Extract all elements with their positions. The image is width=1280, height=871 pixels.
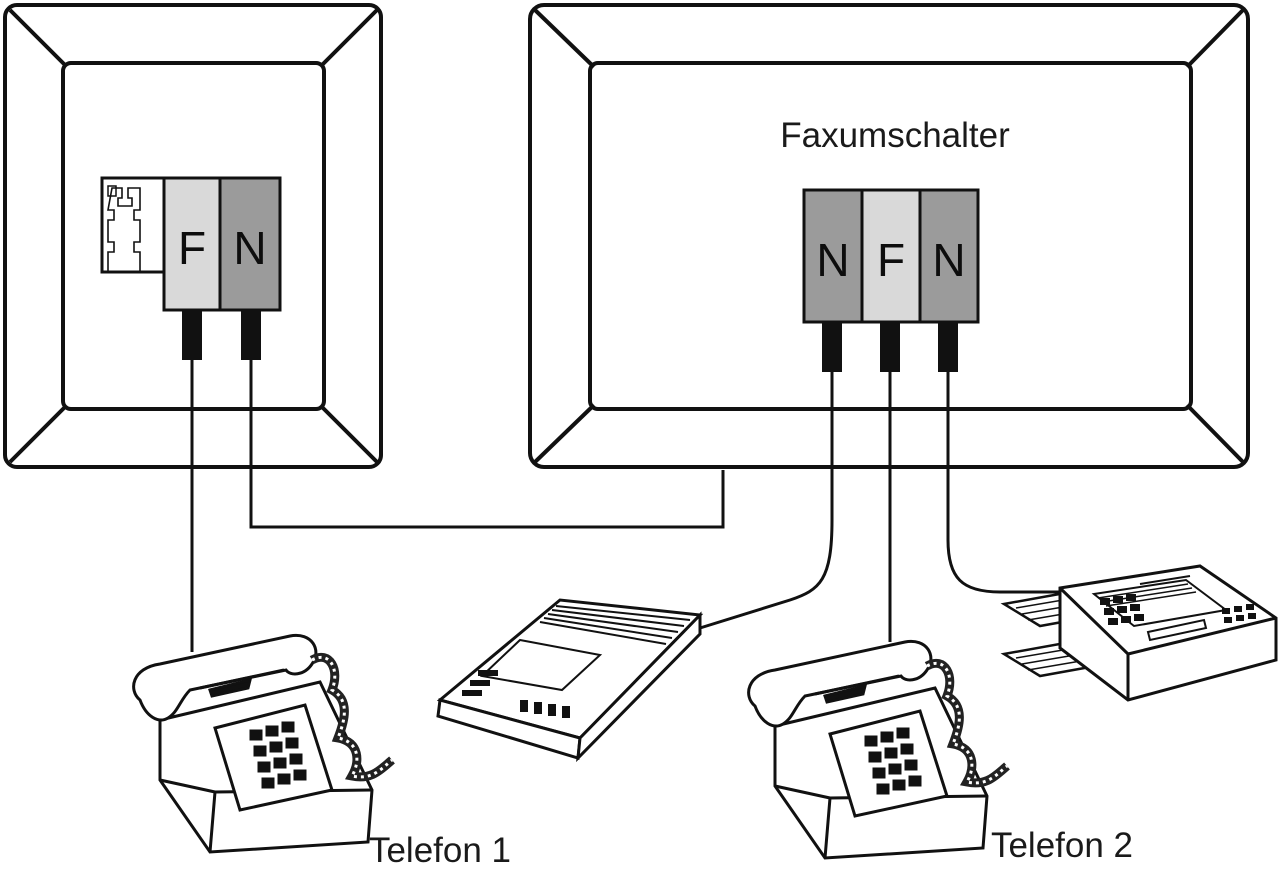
fax-machine: [1000, 564, 1278, 702]
switch-plug-n-right: [938, 322, 958, 372]
wall-plug-f: [182, 310, 202, 360]
wall-socket-n-letter: N: [233, 222, 266, 274]
answering-machine: [436, 598, 704, 763]
cable-wall-n-switch: [249, 360, 725, 529]
wall-plug-n: [241, 310, 261, 360]
telefon2-label: Telefon 2: [991, 826, 1133, 865]
wall-socket-f-letter: F: [178, 222, 206, 274]
fax-switch-title: Faxumschalter: [780, 116, 1010, 155]
fax-switch-f-letter: F: [877, 234, 905, 286]
fax-switch-f: F: [860, 188, 922, 324]
fax-switch-n-right: N: [918, 188, 980, 324]
telephone-1: [132, 633, 395, 854]
fax-switch-n-left: N: [802, 188, 864, 324]
terminal-block: [100, 176, 166, 274]
cable-switch-answering-machine: [699, 372, 834, 630]
fax-switch-n-right-letter: N: [932, 234, 965, 286]
telefon1-label: Telefon 1: [369, 831, 511, 870]
telephone-2: [747, 639, 1010, 860]
fax-switch-n-left-letter: N: [816, 234, 849, 286]
switch-plug-n-left: [822, 322, 842, 372]
cable-switch-fax: [946, 372, 1062, 594]
wall-socket-f: F: [162, 176, 222, 312]
switch-plug-f: [880, 322, 900, 372]
wall-socket-n: N: [218, 176, 282, 312]
